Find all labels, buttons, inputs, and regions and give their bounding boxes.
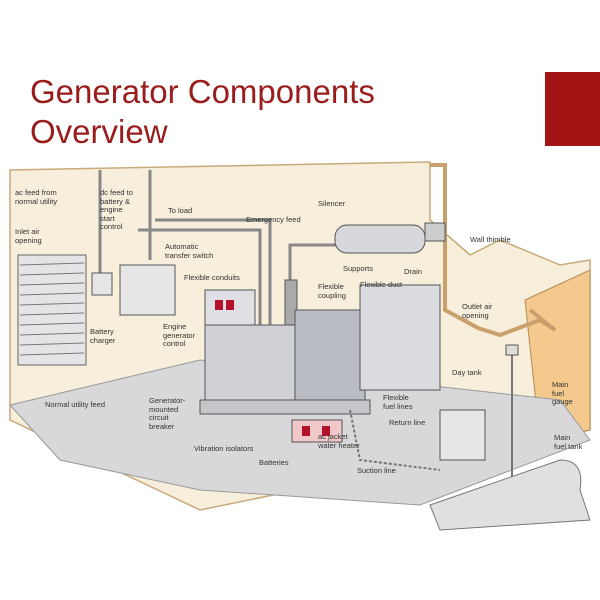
diagram-label: Flexible fuel lines bbox=[383, 393, 413, 411]
diagram-label: Batteries bbox=[259, 458, 289, 467]
diagram-label: Normal utility feed bbox=[45, 400, 106, 409]
diagram-label: ac jacket water heater bbox=[318, 432, 360, 450]
diagram-label: Main fuel tank bbox=[554, 433, 583, 451]
slide-title: Generator Components Overview bbox=[30, 72, 375, 152]
day-tank bbox=[439, 409, 486, 461]
diagram-label: Drain bbox=[404, 267, 422, 276]
title-line-1: Generator Components bbox=[30, 73, 375, 110]
accent-block bbox=[545, 72, 600, 146]
diagram-label: Main fuel gauge bbox=[552, 380, 573, 406]
diagram-label: Day tank bbox=[452, 368, 482, 377]
silencer bbox=[334, 222, 446, 254]
main-fuel-tank bbox=[429, 459, 591, 531]
diagram-label: Supports bbox=[343, 264, 374, 273]
diagram-label: Emergency feed bbox=[246, 215, 301, 224]
diagram-label: To load bbox=[168, 206, 193, 215]
diagram-label: ac feed from normal utility bbox=[15, 188, 58, 206]
batteries bbox=[291, 419, 343, 443]
diagram-label: Engine generator control bbox=[163, 322, 196, 348]
diagram-label: Vibration isolators bbox=[194, 444, 254, 453]
diagram-label: Flexible conduits bbox=[184, 273, 240, 282]
title-line-2: Overview bbox=[30, 113, 168, 150]
diagram-label: Return line bbox=[389, 418, 426, 427]
diagram-label: Automatic transfer switch bbox=[165, 242, 214, 260]
inlet-louver bbox=[17, 254, 87, 366]
diagram-label: Generator- mounted circuit breaker bbox=[149, 396, 186, 431]
diagram-label: Flexible duct bbox=[360, 280, 403, 289]
diagram-illustration bbox=[9, 161, 591, 531]
diagram-label: Suction line bbox=[357, 466, 396, 475]
diagram-label: Silencer bbox=[318, 199, 346, 208]
diagram-label: dc feed to battery & engine start contro… bbox=[100, 188, 133, 231]
battery-charger bbox=[91, 272, 113, 296]
diagram-label: Wall thimble bbox=[470, 235, 511, 244]
generator-set bbox=[199, 284, 441, 415]
diagram-label: Outlet air opening bbox=[462, 302, 493, 320]
diagram-label: Flexible coupling bbox=[318, 282, 346, 300]
diagram-label: Battery charger bbox=[90, 327, 116, 345]
generator-diagram bbox=[0, 160, 600, 540]
transfer-switch bbox=[119, 264, 176, 316]
diagram-label: Inlet air opening bbox=[15, 227, 42, 245]
